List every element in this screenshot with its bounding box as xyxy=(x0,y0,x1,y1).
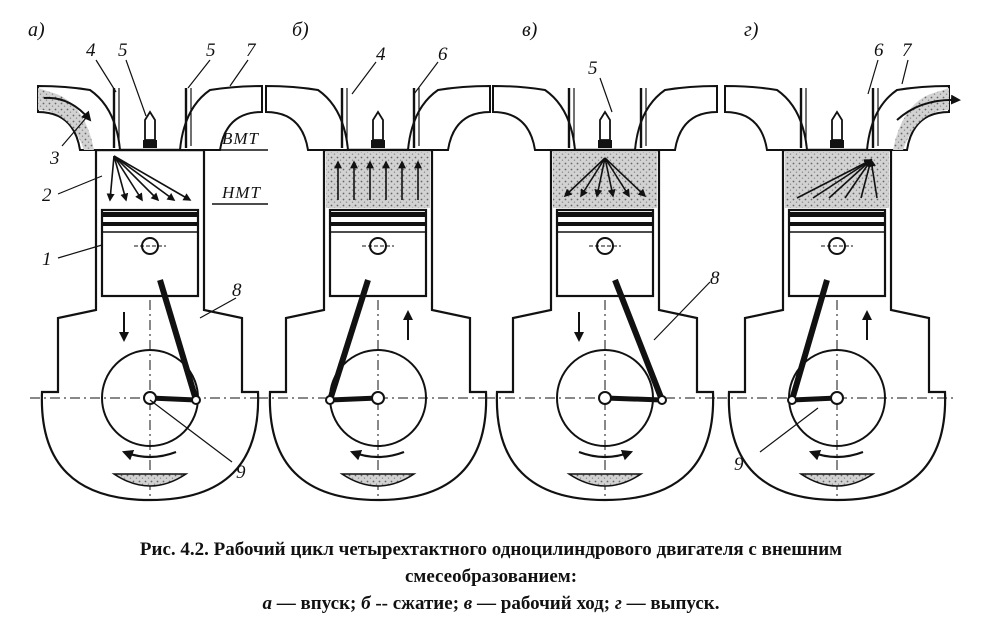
gas-flow-arrows xyxy=(334,160,422,200)
intake-port xyxy=(724,84,809,151)
gas-flow-arrows xyxy=(563,157,647,198)
piston-ring-1 xyxy=(557,212,653,217)
caption-legend: а — впуск; б -- сжатие; в — рабочий ход;… xyxy=(262,593,720,614)
engine-panel-1 xyxy=(30,84,270,502)
engine-panel-4 xyxy=(717,84,961,502)
crank-journal xyxy=(371,391,385,405)
rotation-arrow xyxy=(808,450,864,461)
crank-arm xyxy=(149,395,197,403)
crank-arm xyxy=(791,395,838,403)
crank-arm xyxy=(329,395,379,403)
spark-plug-base xyxy=(598,140,612,148)
connecting-rod xyxy=(157,279,199,401)
legend-letter-g: г xyxy=(614,593,622,614)
bdc-label: НМТ xyxy=(221,183,261,202)
caption-line-1: Рис. 4.2. Рабочий цикл четырехтактного о… xyxy=(139,539,843,560)
callout-a-8: 8 xyxy=(232,280,242,301)
gas-flow-arrows xyxy=(106,155,192,202)
exhaust-charge xyxy=(893,88,949,150)
callout-a-1: 1 xyxy=(42,249,52,270)
piston-ring-1 xyxy=(102,212,198,217)
caption-line-2: смесеобразованием: xyxy=(404,566,578,587)
legend-text-g: выпуск xyxy=(650,593,715,614)
piston-ring-2 xyxy=(789,222,885,226)
connecting-rod xyxy=(789,279,830,401)
piston-ring-2 xyxy=(102,222,198,226)
panel-label-g: г) xyxy=(744,19,759,41)
callout-a-9: 9 xyxy=(236,462,246,483)
oil-sump xyxy=(339,473,417,487)
piston-ring-1 xyxy=(330,212,426,217)
legend-text-a: впуск xyxy=(300,593,351,614)
panel-label-b: б) xyxy=(292,19,309,41)
piston-ring-2 xyxy=(330,222,426,226)
callout-a-2: 2 xyxy=(42,185,52,206)
callout-a-4: 4 xyxy=(86,40,96,61)
crank-pin xyxy=(325,395,335,405)
intake-port xyxy=(265,84,350,151)
exhaust-port xyxy=(178,84,263,151)
oil-sump xyxy=(798,473,876,487)
callout-v-8: 8 xyxy=(710,268,720,289)
callout-g-9: 9 xyxy=(734,454,744,475)
legend-letter-b: б xyxy=(361,593,371,614)
spark-plug-base xyxy=(830,140,844,148)
legend-letter-v: в xyxy=(463,593,473,614)
callout-b-6: 6 xyxy=(438,44,448,65)
figure-caption: Рис. 4.2. Рабочий цикл четырехтактного о… xyxy=(0,536,982,617)
callout-g-6: 6 xyxy=(874,40,884,61)
rotation-arrow xyxy=(578,450,634,461)
connecting-rod xyxy=(327,279,371,401)
legend-letter-a: а xyxy=(262,593,273,614)
rotation-arrow xyxy=(121,450,177,461)
tdc-label: ВМТ xyxy=(222,129,260,148)
callout-b-4: 4 xyxy=(376,44,386,65)
engine-panel-3 xyxy=(485,84,725,502)
rotation-arrow xyxy=(349,450,405,461)
spark-plug-base xyxy=(143,140,157,148)
spark-plug-icon xyxy=(144,110,156,141)
spark-plug-icon xyxy=(831,110,843,141)
exhaust-port xyxy=(406,84,491,151)
callout-g-7: 7 xyxy=(902,40,913,61)
crank-arm xyxy=(604,395,663,403)
engine-cycle-figure: а) б) в) г) ВМТ НМТ 1 2 3 4 5 5 7 8 9 4 … xyxy=(28,19,961,502)
crank-journal xyxy=(598,391,612,405)
panel-label-a: а) xyxy=(28,19,45,41)
piston-ring-1 xyxy=(789,212,885,217)
spark-plug-icon xyxy=(372,110,384,141)
crank-pin xyxy=(657,395,667,405)
panel-label-v: в) xyxy=(522,19,538,41)
spark-plug-icon xyxy=(599,110,611,141)
crank-pin xyxy=(191,395,201,405)
gas-flow-arrows xyxy=(796,158,878,199)
crank-journal xyxy=(143,391,157,405)
callout-a-7: 7 xyxy=(246,40,257,61)
intake-flow-arrow xyxy=(43,96,92,122)
piston-ring-2 xyxy=(557,222,653,226)
connecting-rod xyxy=(612,278,665,402)
intake-charge xyxy=(38,88,94,150)
oil-sump xyxy=(566,473,644,487)
fuel-mixture xyxy=(326,152,430,208)
intake-port xyxy=(492,84,577,151)
exhaust-flow-arrow xyxy=(896,94,961,121)
callout-v-5: 5 xyxy=(588,58,598,79)
crank-journal xyxy=(830,391,844,405)
engine-panel-2 xyxy=(258,84,498,502)
oil-sump xyxy=(111,473,189,487)
spark-plug-base xyxy=(371,140,385,148)
legend-text-v: рабочий ход xyxy=(500,593,604,614)
callout-a-5: 5 xyxy=(118,40,128,61)
exhaust-port xyxy=(633,84,718,151)
callout-a-5b: 5 xyxy=(206,40,216,61)
legend-text-b: сжатие xyxy=(392,593,453,614)
callout-a-3: 3 xyxy=(49,148,60,169)
crank-pin xyxy=(787,395,797,405)
